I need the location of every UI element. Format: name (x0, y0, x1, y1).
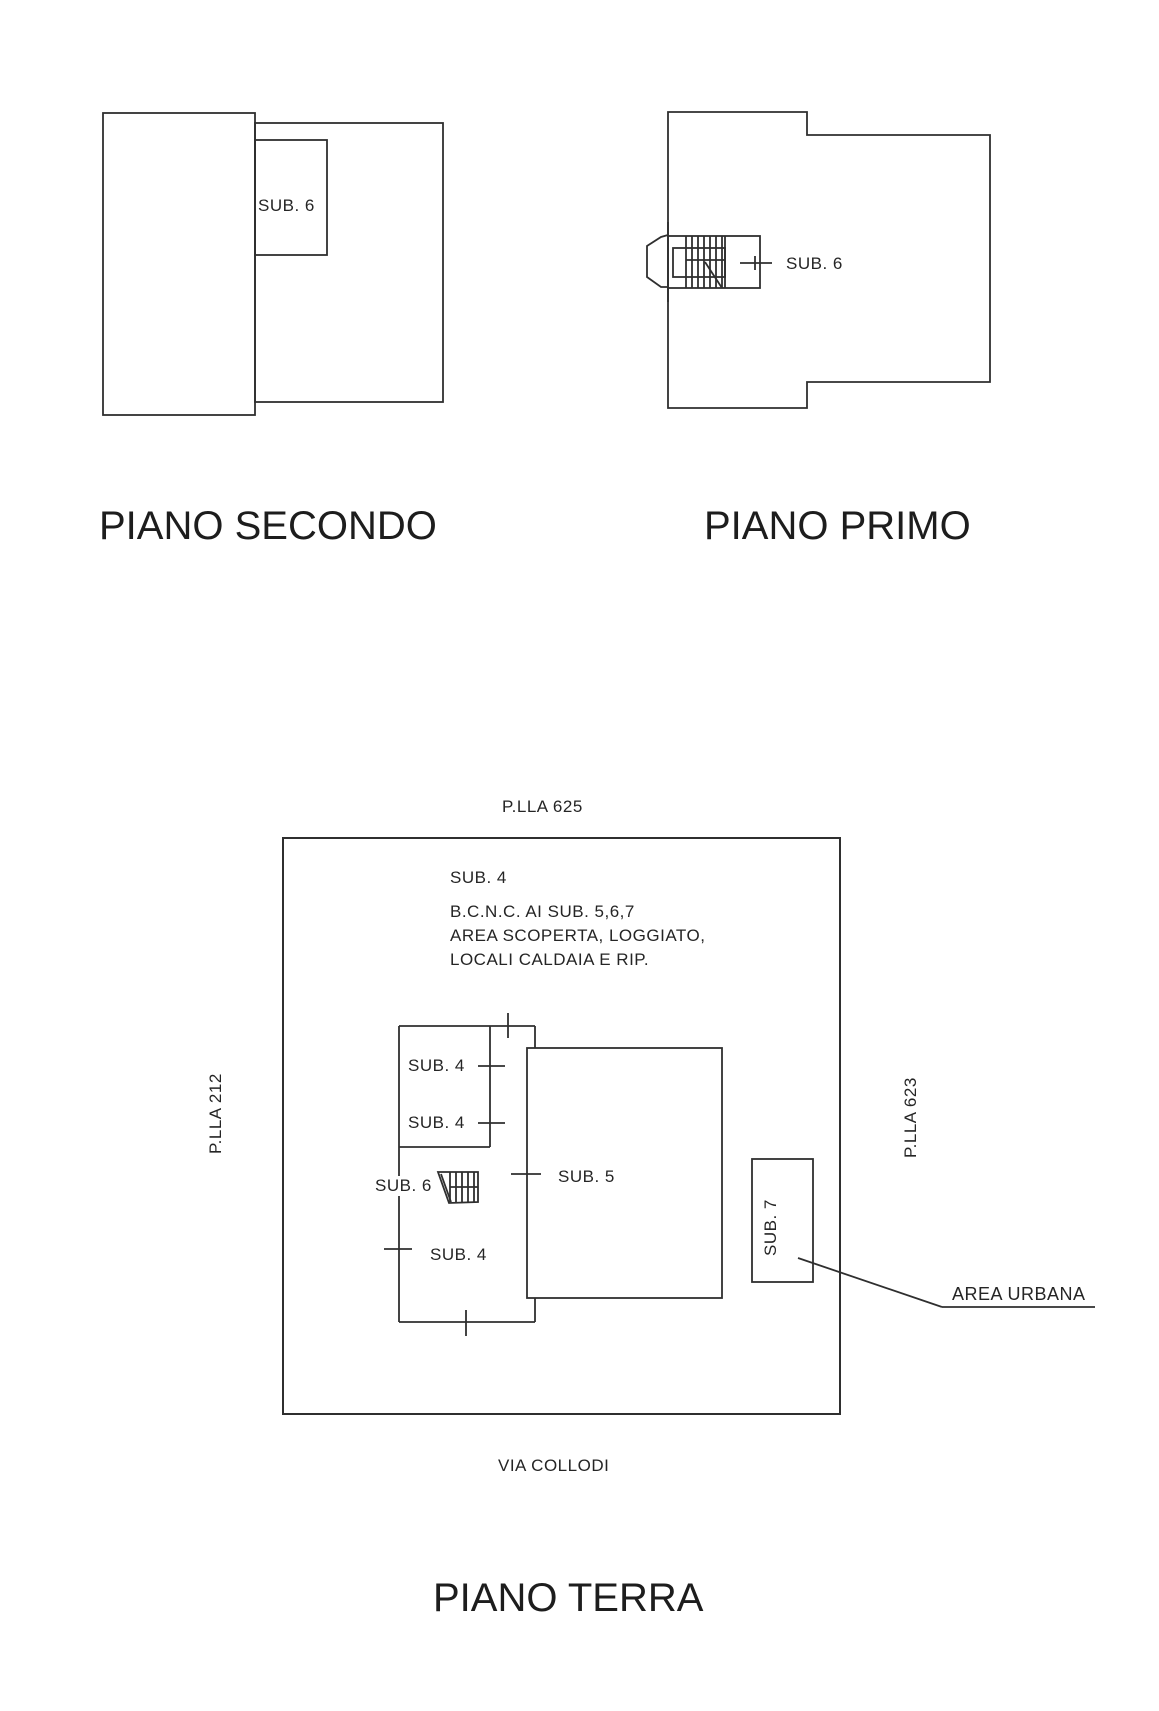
parcel-boundary-outline (282, 837, 841, 1415)
piano-primo-plan (646, 111, 991, 409)
terra-note-line: AREA SCOPERTA, LOGGIATO, (450, 926, 706, 945)
piano-secondo-title: PIANO SECONDO (99, 504, 437, 548)
piano-terra-plan (282, 837, 1095, 1415)
stair-icon (667, 235, 761, 289)
area-urbana-label: AREA URBANA (952, 1284, 1086, 1304)
terra-sub6-label: SUB. 6 (373, 1176, 434, 1196)
terra-note-block: B.C.N.C. AI SUB. 5,6,7 AREA SCOPERTA, LO… (450, 900, 705, 972)
terra-sub7-label: SUB. 7 (761, 1199, 780, 1256)
terra-sub4-upper-label: SUB. 4 (408, 1056, 465, 1075)
piano-primo-outline (667, 111, 991, 409)
terra-sub4-big-label: SUB. 4 (430, 1245, 487, 1264)
piano-primo-stair-bay (646, 234, 669, 288)
piano-secondo-sub6-room-outline (254, 139, 328, 256)
terra-note-sub4: SUB. 4 (450, 868, 507, 887)
piano-secondo-right-wing-outline (254, 122, 444, 403)
parcel-label-212: P.LLA 212 (206, 1073, 225, 1154)
sub7-room-outline (751, 1158, 814, 1283)
terra-note-line: LOCALI CALDAIA E RIP. (450, 950, 650, 969)
piano-terra-title: PIANO TERRA (433, 1576, 704, 1620)
piano-primo-sub6-label: SUB. 6 (786, 254, 843, 273)
parcel-label-623: P.LLA 623 (901, 1077, 920, 1158)
piano-secondo-left-wing-outline (102, 112, 256, 416)
piano-secondo-sub6-label: SUB. 6 (258, 196, 315, 215)
piano-primo-title: PIANO PRIMO (704, 504, 971, 548)
piano-secondo-plan (102, 112, 444, 416)
terra-note-line: B.C.N.C. AI SUB. 5,6,7 (450, 902, 635, 921)
street-label: VIA COLLODI (498, 1456, 610, 1475)
terra-sub5-label: SUB. 5 (558, 1167, 615, 1186)
area-urbana-leader-diagonal (797, 1257, 943, 1308)
stair-icon (436, 1171, 479, 1204)
terra-sub4-lower-label: SUB. 4 (408, 1113, 465, 1132)
sub5-room-outline (526, 1047, 723, 1299)
parcel-label-625: P.LLA 625 (502, 797, 583, 816)
